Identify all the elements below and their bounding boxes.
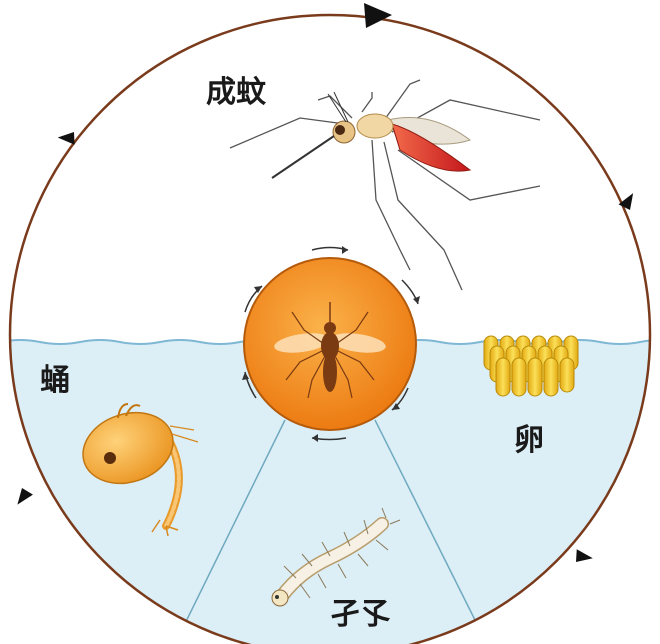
center-disc bbox=[242, 246, 420, 442]
adult-stage-label: 成蚊 bbox=[206, 75, 266, 110]
mosquito-adult-icon bbox=[229, 79, 541, 291]
pupa-icon bbox=[82, 403, 199, 537]
cycle-arrow-icon bbox=[57, 132, 75, 145]
larva-icon bbox=[271, 507, 401, 607]
egg-stage-label: 卵 bbox=[514, 423, 544, 458]
cycle-arrow-icon bbox=[17, 488, 33, 505]
pupa-stage-label: 蛹 bbox=[40, 363, 70, 398]
cycle-arrow-icon bbox=[364, 3, 392, 28]
egg-raft-icon bbox=[483, 335, 579, 397]
life-cycle-ring bbox=[8, 13, 652, 644]
cycle-arrow-icon bbox=[618, 193, 634, 210]
larva-stage-label: 孑孓 bbox=[330, 597, 390, 632]
cycle-arrow-icon bbox=[576, 549, 593, 562]
cycle-arrows bbox=[17, 3, 634, 562]
mosquito-center-icon bbox=[274, 302, 386, 399]
